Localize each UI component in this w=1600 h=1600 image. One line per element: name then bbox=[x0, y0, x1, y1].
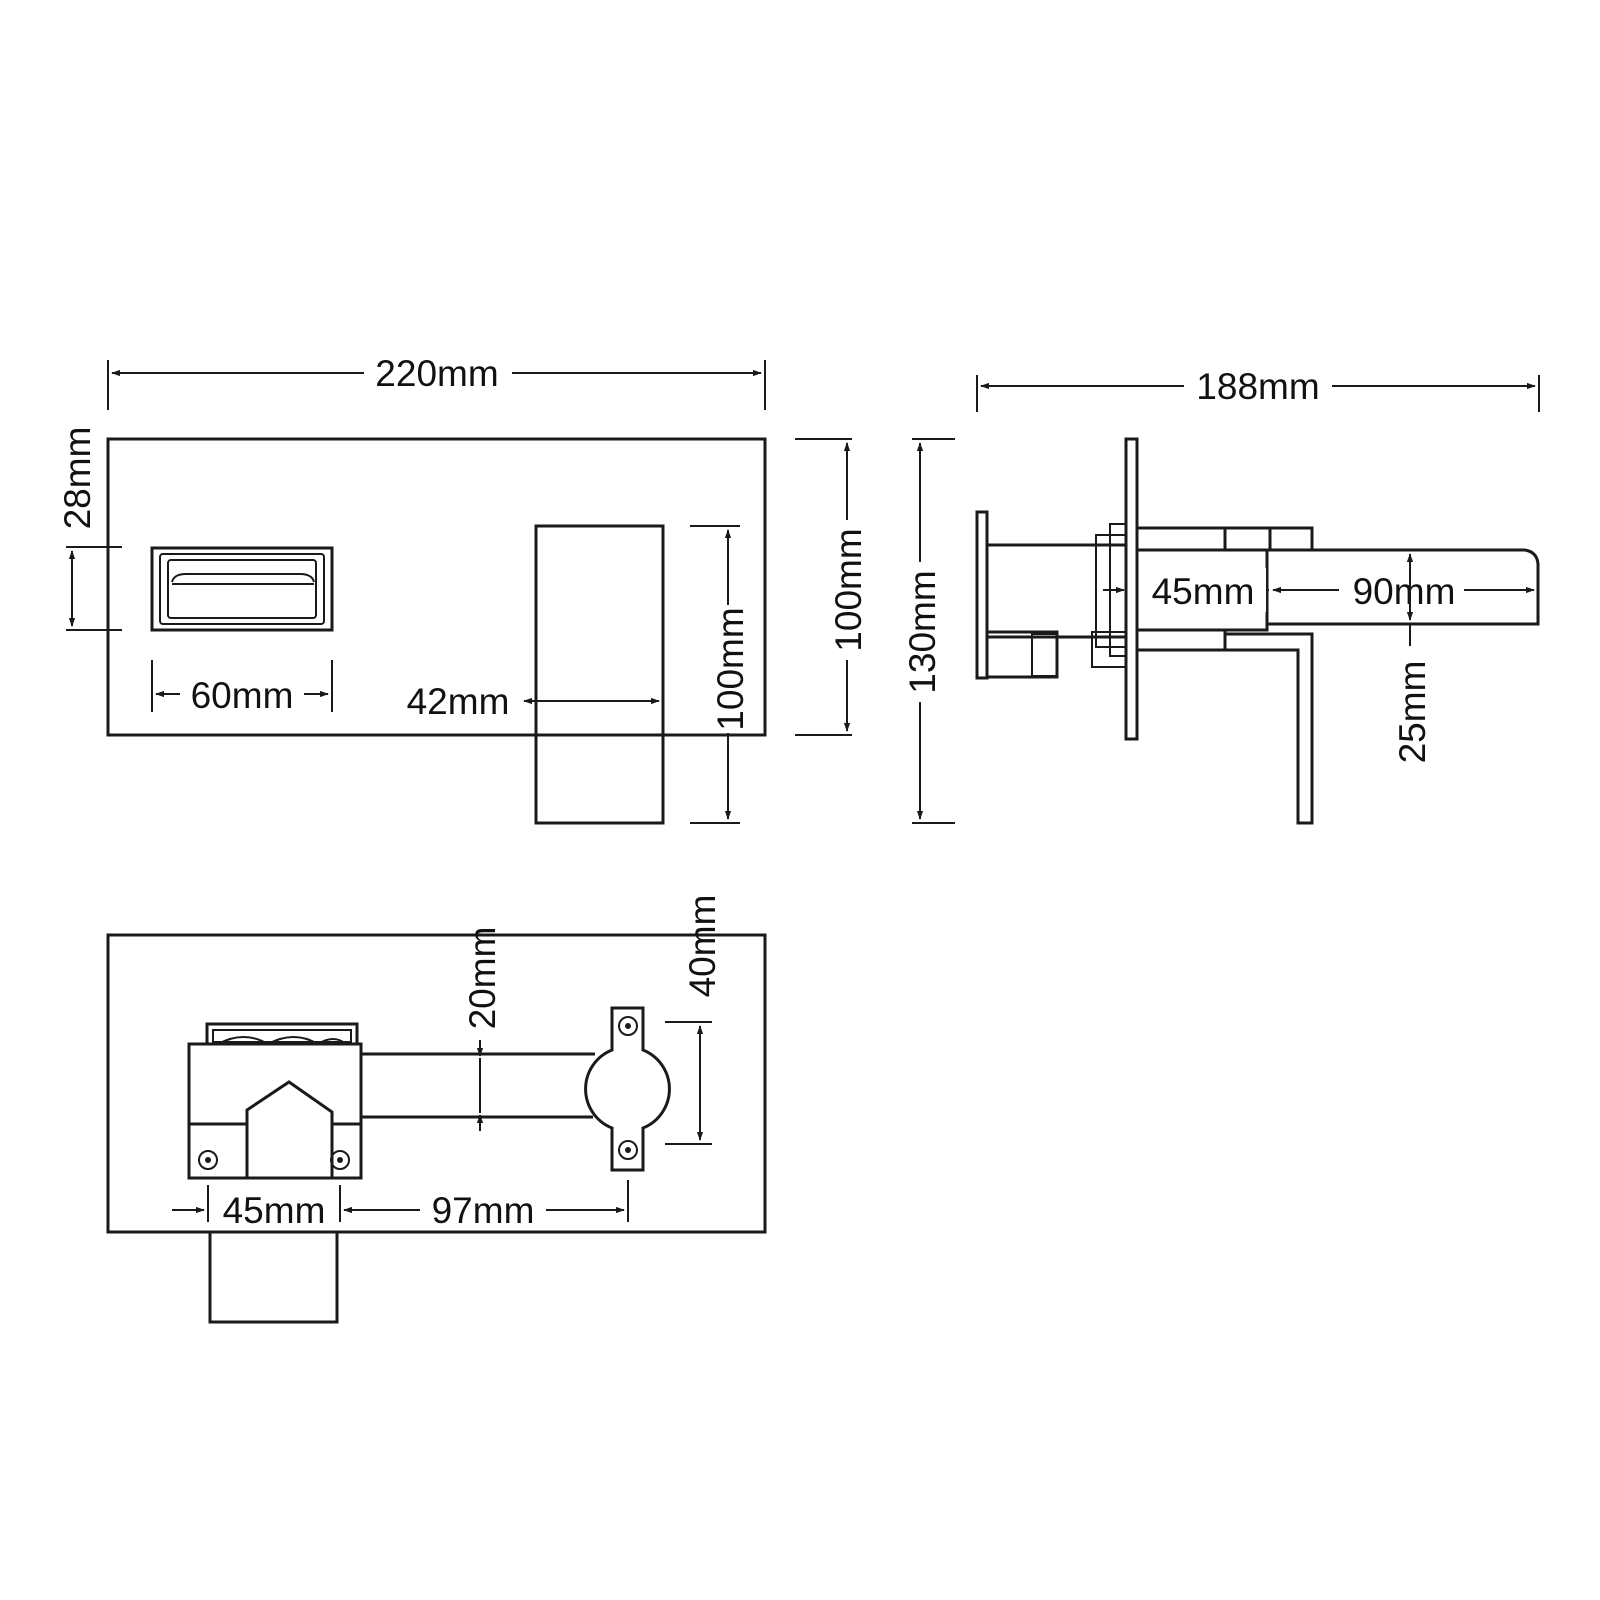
valve-box bbox=[187, 1022, 363, 1180]
back-plate bbox=[106, 933, 767, 1234]
label-45mm-side: 45mm bbox=[1152, 571, 1255, 612]
dim-valve-45-and-centers-97: 45mm 97mm bbox=[172, 1180, 629, 1231]
label-188mm: 188mm bbox=[1196, 366, 1319, 407]
label-97mm: 97mm bbox=[432, 1190, 535, 1231]
dim-flange-40: 40mm bbox=[665, 895, 723, 1145]
back-spout-stub bbox=[208, 1232, 339, 1324]
label-100mm-plate: 100mm bbox=[828, 528, 869, 651]
dim-spout-drop-100: 100mm bbox=[690, 525, 751, 824]
dim-spout-width-42: 42mm bbox=[407, 681, 660, 722]
outlet-flange bbox=[584, 1006, 671, 1172]
dim-height-130: 130mm bbox=[902, 438, 955, 824]
dim-body-45: 45mm bbox=[1103, 568, 1269, 612]
side-view: 188mm 130mm bbox=[902, 363, 1540, 825]
dim-pipe-20: 20mm bbox=[462, 927, 503, 1131]
front-plate bbox=[106, 437, 767, 737]
dim-depth-188: 188mm bbox=[976, 363, 1540, 412]
spout-front bbox=[534, 524, 665, 825]
side-spout bbox=[1267, 548, 1540, 626]
dim-spout-90: 90mm bbox=[1272, 564, 1539, 624]
label-60mm: 60mm bbox=[191, 675, 294, 716]
label-130mm: 130mm bbox=[902, 570, 943, 693]
label-20mm: 20mm bbox=[462, 927, 503, 1030]
label-100mm-spout: 100mm bbox=[710, 607, 751, 730]
side-cartridge-nut bbox=[985, 630, 1059, 679]
side-handle-lever bbox=[1225, 632, 1314, 825]
dim-plate-height-100: 100mm bbox=[795, 438, 869, 736]
label-220mm: 220mm bbox=[375, 353, 498, 394]
front-view: 220mm 28mm 60mm 42mm 100mm bbox=[57, 350, 869, 825]
dim-spout-height-25: 25mm bbox=[1392, 553, 1433, 764]
dim-width-220: 220mm bbox=[107, 350, 766, 410]
dim-handle-width-60: 60mm bbox=[151, 660, 333, 716]
label-28mm: 28mm bbox=[57, 427, 98, 530]
side-wall-plate bbox=[1124, 437, 1139, 741]
dim-handle-offset-28: 28mm bbox=[57, 427, 122, 631]
back-view: 20mm 40mm 45mm 97mm bbox=[106, 895, 767, 1324]
label-40mm: 40mm bbox=[682, 895, 723, 998]
label-25mm: 25mm bbox=[1392, 661, 1433, 764]
handle bbox=[150, 546, 334, 632]
connecting-pipe bbox=[361, 1052, 595, 1119]
label-90mm: 90mm bbox=[1353, 571, 1456, 612]
label-45mm-back: 45mm bbox=[223, 1190, 326, 1231]
label-42mm: 42mm bbox=[407, 681, 510, 722]
